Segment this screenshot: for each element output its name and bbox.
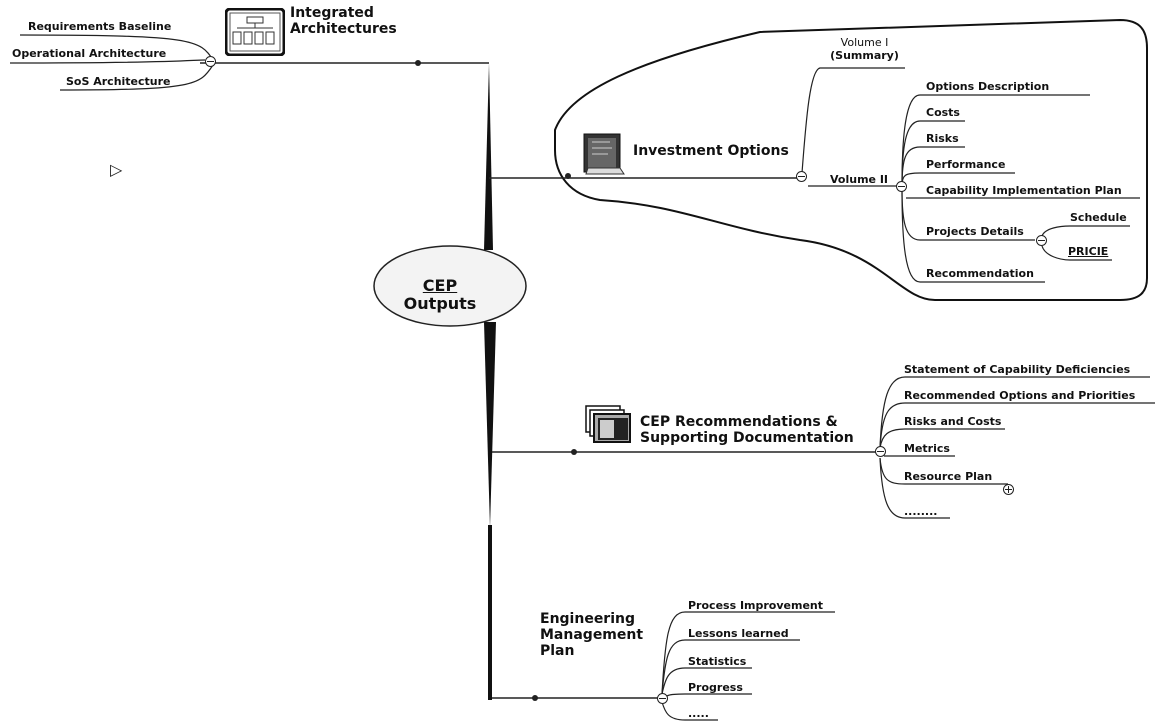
recommendations-ellipsis-label: ........: [904, 505, 938, 518]
risks-label: Risks: [926, 132, 959, 145]
resource-plan-label: Resource Plan: [904, 470, 993, 483]
projects-details-label: Projects Details: [926, 225, 1024, 238]
cep-outputs-center-node[interactable]: CEP Outputs: [403, 276, 477, 313]
collapse-toggle-integrated[interactable]: [205, 56, 216, 67]
cep-recommendations-title: CEP Recommendations & Supporting Documen…: [640, 414, 854, 446]
collapse-toggle-volume-2[interactable]: [896, 181, 907, 192]
requirements-baseline-label: Requirements Baseline: [28, 20, 172, 33]
investment-options-title: Investment Options: [633, 143, 789, 159]
volume-2-label: Volume II: [830, 173, 889, 186]
architecture-diagram-icon: [224, 7, 286, 57]
costs-label: Costs: [926, 106, 960, 119]
metrics-label: Metrics: [904, 442, 950, 455]
recommended-options-label: Recommended Options and Priorities: [904, 389, 1136, 402]
statistics-label: Statistics: [688, 655, 747, 668]
options-description-label: Options Description: [926, 80, 1050, 93]
volume-1-label: Volume I (Summary): [830, 36, 899, 62]
collapse-toggle-projects-details[interactable]: [1036, 235, 1047, 246]
schedule-label: Schedule: [1070, 211, 1127, 224]
statement-of-capability-deficiencies-label: Statement of Capability Deficiencies: [904, 363, 1131, 376]
pointer-arrow-icon: ▷: [110, 160, 123, 179]
collapse-toggle-engineering[interactable]: [657, 693, 668, 704]
process-improvement-label: Process Improvement: [688, 599, 824, 612]
lessons-learned-label: Lessons learned: [688, 627, 789, 640]
sos-architecture-label: SoS Architecture: [66, 75, 171, 88]
documents-stack-icon: [584, 404, 634, 448]
capability-implementation-plan-label: Capability Implementation Plan: [926, 184, 1122, 197]
pricie-label: PRICIE: [1068, 245, 1109, 258]
risks-and-costs-label: Risks and Costs: [904, 415, 1002, 428]
integrated-architectures-title: Integrated Architectures: [290, 5, 397, 37]
recommendation-label: Recommendation: [926, 267, 1034, 280]
engineering-management-plan-title: Engineering Management Plan: [540, 611, 644, 659]
collapse-toggle-recommendations[interactable]: [875, 446, 886, 457]
operational-architecture-label: Operational Architecture: [12, 47, 167, 60]
engineering-ellipsis-label: .....: [688, 707, 709, 720]
progress-label: Progress: [688, 681, 743, 694]
performance-label: Performance: [926, 158, 1006, 171]
collapse-toggle-investment[interactable]: [796, 171, 807, 182]
expand-toggle-resource-plan[interactable]: [1003, 484, 1014, 495]
book-icon: [580, 132, 628, 178]
